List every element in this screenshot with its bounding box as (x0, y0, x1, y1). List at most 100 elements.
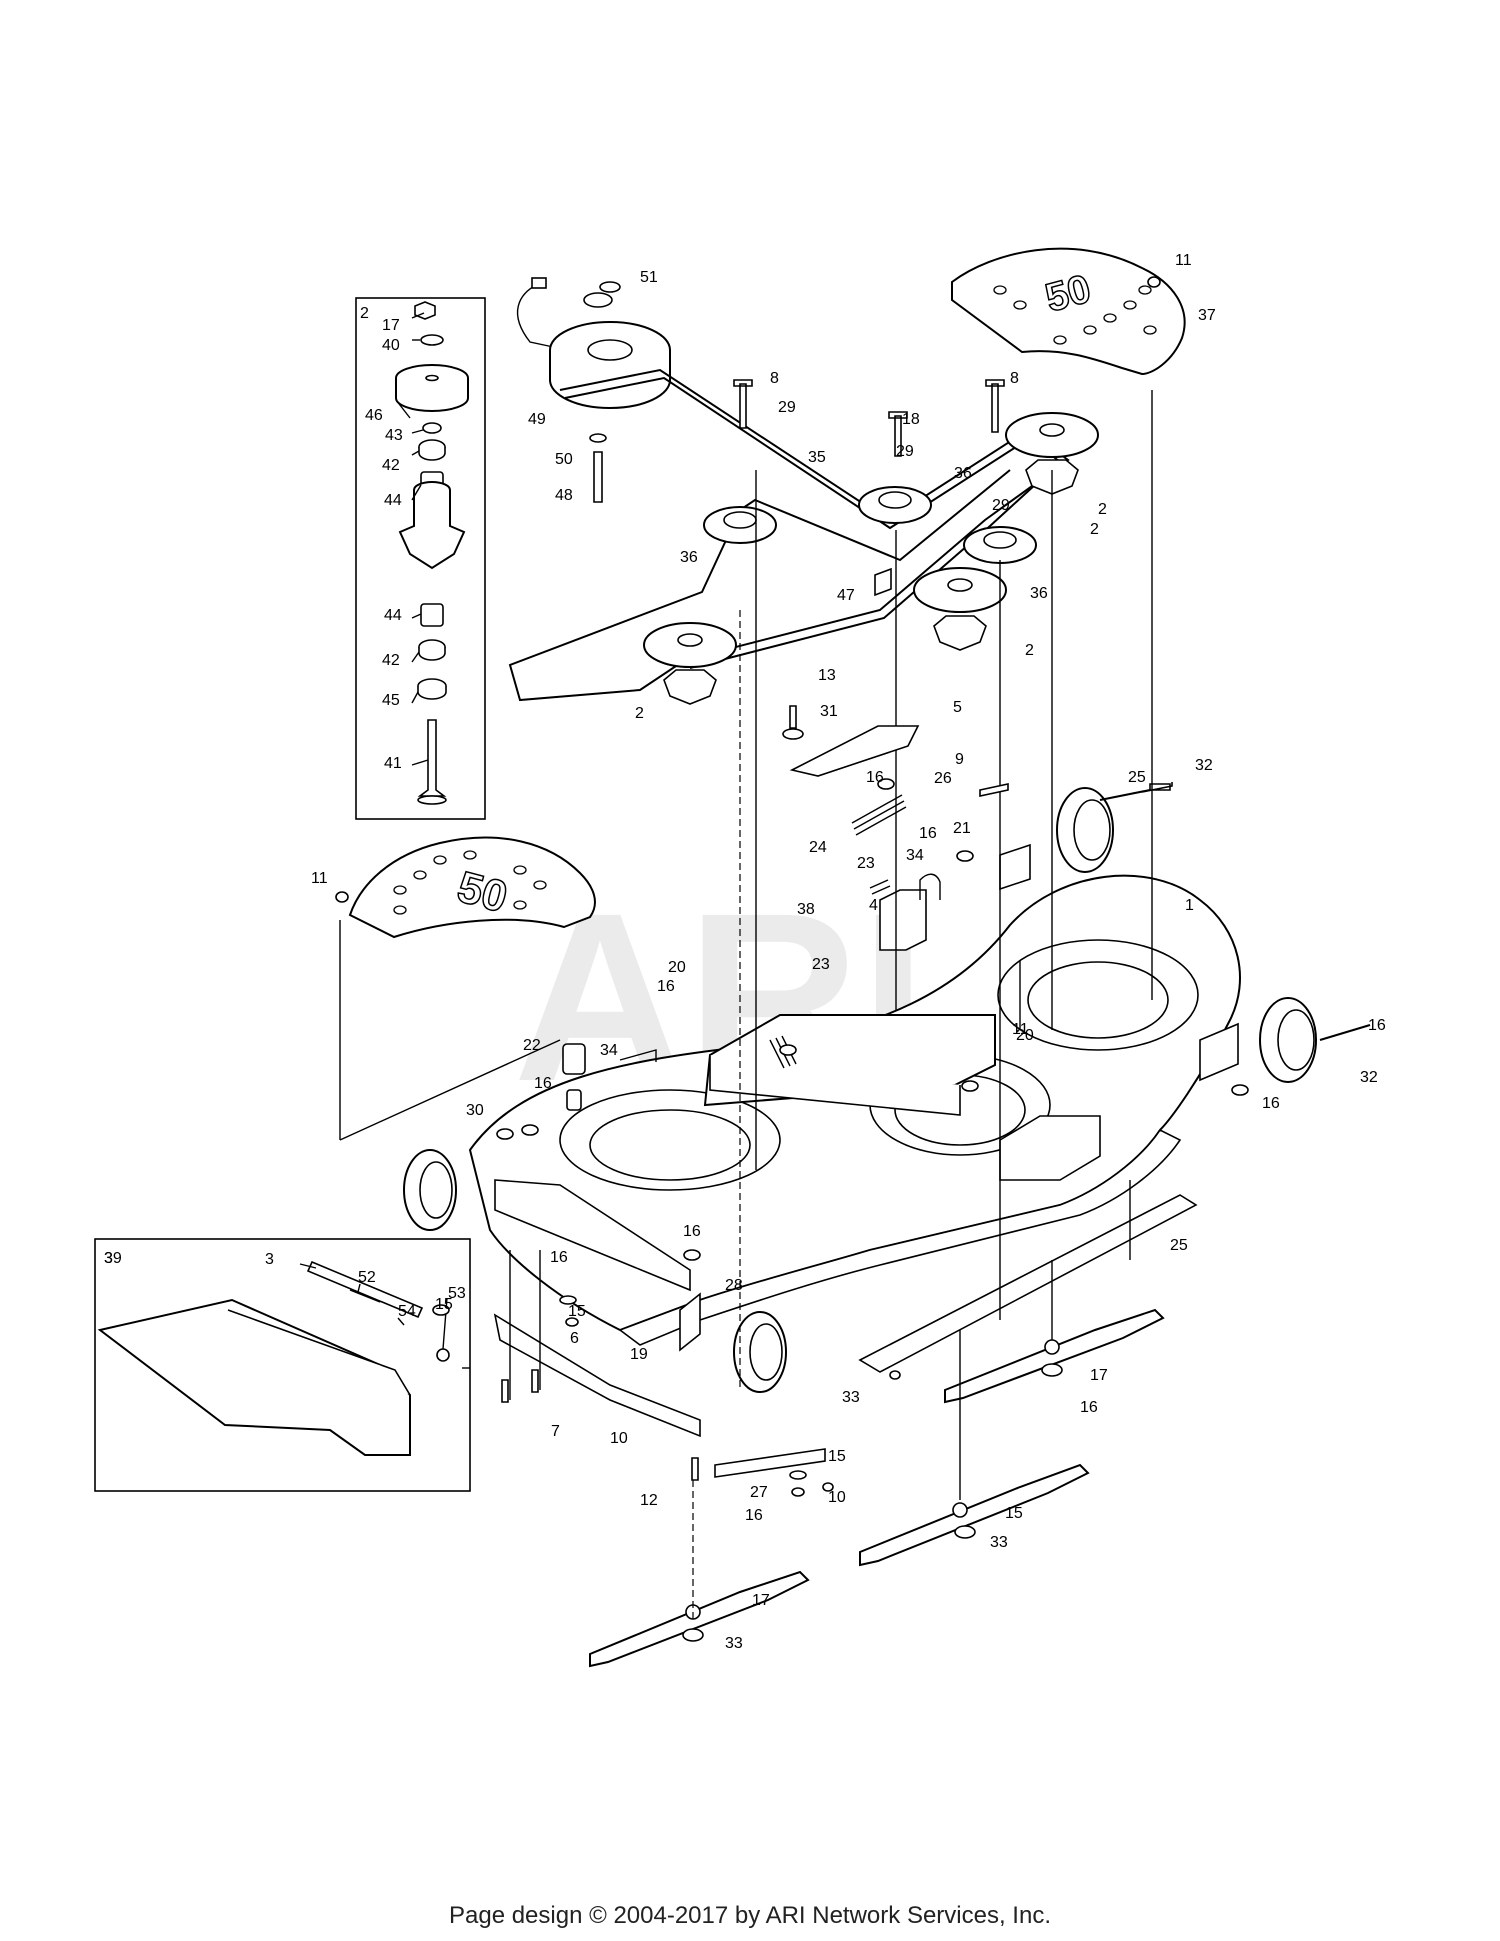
callout-17: 17 (752, 1592, 770, 1609)
callout-42: 42 (382, 457, 400, 474)
callout-8: 8 (1010, 370, 1019, 387)
callout-18: 18 (902, 411, 920, 428)
belt-cover-right: 50 (951, 247, 1186, 376)
callout-24: 24 (809, 839, 827, 856)
blade-right (944, 1308, 1165, 1404)
deflector-assembly-inset: 3 (94, 1238, 471, 1492)
spindle-assembly-inset: 2 (355, 297, 486, 820)
callout-29: 29 (992, 497, 1010, 514)
callout-10: 10 (828, 1489, 846, 1506)
callout-15: 15 (1005, 1505, 1023, 1522)
callout-26: 26 (934, 770, 952, 787)
gauge-wheel-front-right (1259, 997, 1317, 1083)
callout-27: 27 (750, 1484, 768, 1501)
callout-2: 2 (1090, 521, 1099, 538)
callout-43: 43 (385, 427, 403, 444)
callout-33: 33 (842, 1389, 860, 1406)
callout-47: 47 (837, 587, 855, 604)
inset-label-2: 2 (360, 305, 369, 322)
callout-28: 28 (725, 1277, 743, 1294)
callout-15: 15 (568, 1303, 586, 1320)
callout-11: 11 (311, 870, 328, 887)
callout-15: 15 (435, 1296, 453, 1313)
blade-left (589, 1570, 810, 1668)
callout-42: 42 (382, 652, 400, 669)
callout-41: 41 (384, 755, 402, 772)
mower-deck-shell (468, 794, 1241, 1478)
callout-4: 4 (869, 897, 878, 914)
idler-pulley-center (858, 486, 932, 524)
callout-5: 5 (953, 699, 962, 716)
idler-pulley-right (963, 526, 1037, 564)
callout-32: 32 (1195, 757, 1213, 774)
callout-2: 2 (635, 705, 644, 722)
callout-40: 40 (382, 337, 400, 354)
callout-15: 15 (828, 1448, 846, 1465)
callout-19: 19 (630, 1346, 648, 1363)
callout-2: 2 (1025, 642, 1034, 659)
callout-29: 29 (896, 443, 914, 460)
idler-pulley-left (703, 506, 777, 544)
callout-20: 20 (668, 959, 686, 976)
callout-16: 16 (1080, 1399, 1098, 1416)
callout-6: 6 (570, 1330, 579, 1347)
callout-36: 36 (680, 549, 698, 566)
callout-1: 1 (1185, 897, 1194, 914)
callout-9: 9 (955, 751, 964, 768)
callout-16: 16 (1262, 1095, 1280, 1112)
spindle-pulley-center (913, 567, 1007, 651)
callout-11: 11 (1175, 252, 1192, 269)
callout-54: 54 (398, 1303, 416, 1320)
callout-25: 25 (1170, 1237, 1188, 1254)
callout-32: 32 (1360, 1069, 1378, 1086)
callout-33: 33 (725, 1635, 743, 1652)
callout-39: 39 (104, 1250, 122, 1267)
callout-16: 16 (657, 978, 675, 995)
callout-50: 50 (555, 451, 573, 468)
callout-13: 13 (818, 667, 836, 684)
gauge-wheel-rear-right (1056, 787, 1114, 873)
callout-44: 44 (384, 607, 402, 624)
blade-center (859, 1463, 1090, 1567)
gauge-wheel-rear-left (403, 1149, 457, 1231)
callout-23: 23 (812, 956, 830, 973)
callout-16: 16 (745, 1507, 763, 1524)
callout-52: 52 (358, 1269, 376, 1286)
callout-17: 17 (1090, 1367, 1108, 1384)
callout-46: 46 (365, 407, 383, 424)
callout-16: 16 (866, 769, 884, 786)
callout-8: 8 (770, 370, 779, 387)
inset-label-3: 3 (104, 1250, 113, 1267)
callout-16: 16 (1368, 1017, 1386, 1034)
hardware (335, 276, 1249, 1497)
callout-31: 31 (820, 703, 838, 720)
callout-10: 10 (610, 1430, 628, 1447)
callout-45: 45 (382, 692, 400, 709)
callouts: 5111372174046434244444245418294950483581… (104, 252, 1386, 1652)
callout-35: 35 (808, 449, 826, 466)
belt-pulley-system (508, 277, 1099, 705)
gauge-wheel-front-center (733, 1311, 787, 1393)
callout-49: 49 (528, 411, 546, 428)
callout-38: 38 (797, 901, 815, 918)
callout-12: 12 (640, 1492, 658, 1509)
callout-22: 22 (523, 1037, 541, 1054)
callout-36: 36 (1030, 585, 1048, 602)
callout-36: 36 (954, 465, 972, 482)
callout-16: 16 (550, 1249, 568, 1266)
callout-29: 29 (778, 399, 796, 416)
callout-30: 30 (466, 1102, 484, 1119)
callout-25: 25 (1128, 769, 1146, 786)
callout-3: 3 (265, 1251, 274, 1268)
page-footer: Page design © 2004-2017 by ARI Network S… (448, 1902, 1051, 1929)
callout-16: 16 (534, 1075, 552, 1092)
callout-48: 48 (555, 487, 573, 504)
spindle-pulley-left (643, 622, 737, 705)
callout-17: 17 (382, 317, 400, 334)
callout-21: 21 (953, 820, 971, 837)
callout-33: 33 (990, 1534, 1008, 1551)
alignment-lines (339, 390, 1153, 1620)
callout-16: 16 (919, 825, 937, 842)
callout-16: 16 (683, 1223, 701, 1240)
